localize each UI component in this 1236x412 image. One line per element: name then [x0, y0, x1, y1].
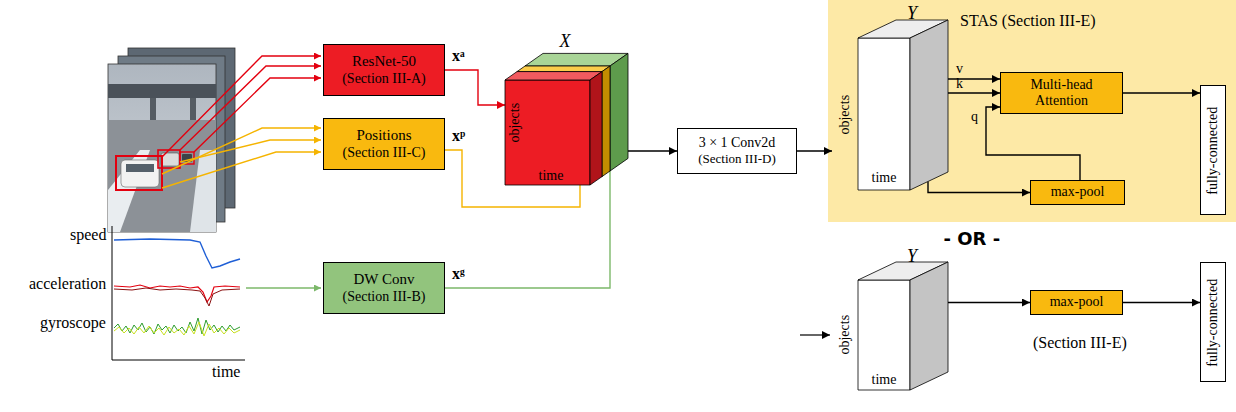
position-line — [180, 140, 321, 162]
panel-ground — [828, 0, 1236, 222]
connector — [1123, 92, 1200, 93]
panel-title: STAS (Section III-E) — [960, 12, 1096, 30]
position-line — [162, 128, 321, 174]
axis-label: objects — [507, 102, 522, 142]
feature-line — [194, 78, 321, 152]
box-label: DW Conv — [354, 271, 415, 288]
process-box: ResNet-50(Section III-A) — [323, 44, 445, 96]
axis-label: time — [872, 372, 897, 387]
car-window — [126, 164, 154, 172]
tensor-name: Y — [907, 4, 917, 24]
feature-tensor: Yobjects time — [832, 250, 948, 390]
edge-label: xᵃ — [452, 48, 465, 64]
video-frame — [108, 64, 216, 232]
axis-label: objects — [837, 314, 852, 354]
fc-box: fully-connected — [1200, 262, 1226, 382]
text-label: - OR - — [944, 229, 1001, 249]
connector — [948, 78, 1000, 79]
connector — [948, 302, 1030, 303]
detection-box — [116, 156, 162, 190]
edge-label: xᵍ — [452, 266, 465, 282]
speed-curve — [114, 239, 240, 268]
connector — [928, 182, 1030, 193]
tensor-side — [910, 262, 948, 390]
module-panel: STAS (Section III-E) Yobjects time Multi-he… — [828, 0, 1236, 222]
feature-line — [162, 56, 321, 157]
tensor-shape — [505, 30, 628, 187]
tensor-side — [910, 20, 948, 190]
acceleration-curve — [114, 285, 240, 302]
box-label: (Section III-C) — [343, 145, 426, 161]
axis-label: objects — [837, 94, 852, 134]
feature-tensor: Xobjects time — [505, 30, 628, 187]
gyroscope-curve — [114, 322, 240, 336]
plot-axis — [112, 360, 245, 361]
process-box: Positions(Section III-C) — [323, 118, 445, 170]
tensor-face — [858, 38, 910, 190]
box-label: max-pool — [1050, 294, 1104, 310]
tensor-top — [517, 66, 610, 72]
connector — [986, 107, 1080, 180]
box-label: (Section III-B) — [343, 289, 426, 305]
process-box: DW Conv(Section III-B) — [323, 262, 445, 314]
tensor-side — [602, 66, 610, 177]
box-label: fully-connected — [1205, 106, 1220, 194]
axis-label: time — [539, 168, 564, 183]
tensor-side — [590, 72, 602, 185]
tensor-top — [505, 72, 602, 80]
pool-box: max-pool — [1030, 180, 1125, 205]
gyroscope-curve — [114, 318, 240, 334]
detection-box — [158, 150, 180, 168]
connector — [948, 92, 1000, 93]
pillar — [190, 98, 196, 122]
connector — [445, 171, 610, 288]
text-label: time — [212, 363, 240, 381]
connector — [1123, 302, 1200, 303]
edge-label: q — [971, 110, 978, 124]
signal-line — [246, 287, 321, 288]
edge-label: k — [956, 77, 963, 91]
axis-label: time — [872, 170, 897, 185]
text-label: speed — [70, 226, 106, 244]
pillar — [150, 98, 156, 122]
connector — [628, 150, 677, 151]
feature-tensor: Yobjects time — [832, 4, 948, 194]
input-arrow — [800, 334, 830, 335]
tensor-face — [858, 280, 910, 390]
car — [121, 160, 159, 187]
box-label: ResNet-50 — [352, 53, 416, 70]
tensor-side — [610, 53, 628, 171]
acceleration-curve — [114, 288, 240, 306]
box-label: Multi-head Attention — [1005, 77, 1118, 109]
edge-label: xᵖ — [452, 128, 465, 144]
edge-label: v — [956, 62, 963, 76]
box-label: 3 × 1 Conv2d — [699, 135, 776, 151]
box-label: Positions — [356, 127, 411, 144]
text-label: (Section III-E) — [1033, 334, 1127, 352]
attention-box: Multi-head Attention — [1000, 72, 1123, 114]
text-label: gyroscope — [40, 314, 106, 332]
tensor-name: Y — [907, 247, 917, 267]
tensor-face — [505, 80, 590, 185]
plot-axis — [112, 226, 113, 360]
pool-box: max-pool — [1030, 290, 1123, 315]
box-label: (Section III-D) — [698, 152, 776, 167]
process-box: 3 × 1 Conv2d(Section III-D) — [677, 128, 797, 174]
tensor-name: X — [560, 32, 571, 52]
text-label: acceleration — [29, 275, 106, 293]
box-label: (Section III-A) — [342, 71, 426, 87]
overpass — [108, 84, 216, 98]
fc-box: fully-connected — [1200, 85, 1226, 215]
box-label: max-pool — [1051, 184, 1105, 200]
position-line — [162, 152, 321, 188]
connector — [797, 150, 832, 151]
connector — [445, 70, 505, 105]
box-label: fully-connected — [1205, 278, 1220, 366]
